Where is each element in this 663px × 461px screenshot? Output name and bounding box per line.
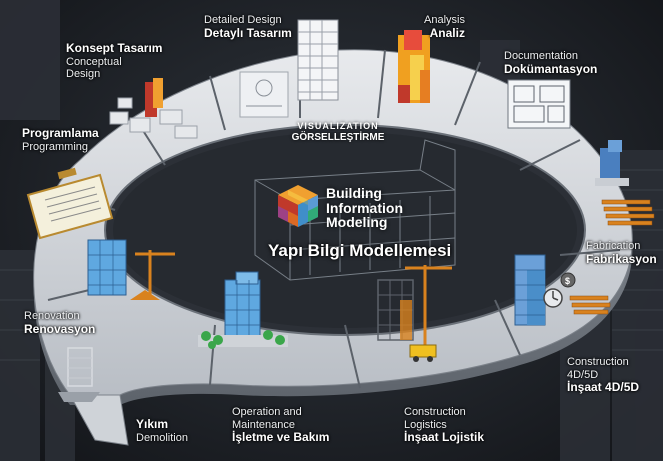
stage-conceptual: Konsept Tasarım Conceptual Design bbox=[66, 41, 163, 81]
operation-tr: İşletme ve Bakım bbox=[232, 430, 330, 445]
detailed-en: Detailed Design bbox=[204, 14, 282, 26]
logistics-en2: Logistics bbox=[404, 418, 447, 431]
conceptual-tr: Konsept Tasarım bbox=[66, 41, 163, 55]
svg-text:$: $ bbox=[565, 276, 570, 286]
analysis-tr: Analiz bbox=[429, 25, 465, 40]
documentation-tr: Dokümantasyon bbox=[504, 61, 598, 76]
analysis-en: Analysis bbox=[424, 14, 465, 26]
renovation-tr: Renovasyon bbox=[24, 321, 96, 336]
programming-en: Programming bbox=[22, 140, 89, 153]
bim-title-line2: Information bbox=[326, 199, 403, 216]
stage-detailed-design: Detailed Design Detaylı Tasarım bbox=[204, 14, 292, 40]
demolition-tr: Yıkım bbox=[136, 417, 169, 431]
detailed-design-model bbox=[239, 19, 339, 118]
visualization-en: VISUALIZATION bbox=[297, 121, 379, 131]
renovation-model bbox=[87, 239, 175, 300]
logistics-en1: Construction bbox=[404, 406, 466, 418]
stage-demolition: Yıkım Demolition bbox=[136, 417, 188, 444]
programming-tr: Programlama bbox=[22, 126, 99, 140]
stage-operation: Operation and Maintenance İşletme ve Bak… bbox=[232, 406, 329, 445]
renovation-en: Renovation bbox=[24, 310, 80, 322]
documentation-en: Documentation bbox=[504, 50, 578, 62]
conceptual-en1: Conceptual bbox=[66, 55, 122, 68]
stage-fabrication: Fabrication Fabrikasyon bbox=[586, 240, 657, 266]
construction-tr: İnşaat 4D/5D bbox=[567, 380, 640, 395]
documentation-plan bbox=[507, 79, 571, 129]
visualization-label: VISUALIZATION GÖRSELLEŞTİRME bbox=[268, 121, 408, 143]
visualization-tr: GÖRSELLEŞTİRME bbox=[291, 131, 385, 143]
fabrication-tr: Fabrikasyon bbox=[586, 251, 657, 266]
operation-en1: Operation and bbox=[232, 406, 302, 418]
bim-title: Building Information Modeling bbox=[326, 186, 403, 230]
stage-logistics: Construction Logistics İnşaat Lojistik bbox=[404, 406, 484, 445]
stage-documentation: Documentation Dokümantasyon bbox=[504, 50, 597, 76]
stage-analysis: Analysis Analiz bbox=[424, 14, 465, 40]
fabrication-en: Fabrication bbox=[586, 240, 641, 252]
bim-title-turkish: Yapı Bilgi Modellemesi bbox=[268, 241, 452, 260]
demolition-en: Demolition bbox=[136, 431, 188, 444]
operation-maintenance-model bbox=[198, 271, 288, 349]
detailed-tr: Detaylı Tasarım bbox=[204, 25, 292, 40]
stage-programming: Programlama Programming bbox=[22, 126, 99, 153]
conceptual-en2: Design bbox=[66, 68, 101, 81]
conceptual-design-model bbox=[109, 78, 198, 139]
construction-en2: 4D/5D bbox=[567, 368, 599, 381]
operation-en2: Maintenance bbox=[232, 418, 295, 431]
bim-title-line3: Modeling bbox=[326, 214, 388, 231]
programming-clipboard bbox=[26, 167, 114, 240]
logistics-tr: İnşaat Lojistik bbox=[404, 430, 485, 445]
construction-en1: Construction bbox=[567, 356, 629, 368]
logistics-crane-model bbox=[377, 265, 452, 362]
demolition-model bbox=[58, 347, 100, 402]
stage-renovation: Renovation Renovasyon bbox=[24, 310, 95, 336]
analysis-model bbox=[398, 30, 430, 103]
bim-cube-logo bbox=[278, 185, 318, 227]
construction-4d5d-model: $ bbox=[514, 254, 576, 326]
fabrication-model bbox=[569, 140, 655, 315]
bim-title-line1: Building bbox=[326, 185, 382, 201]
stage-construction: Construction 4D/5D İnşaat 4D/5D bbox=[567, 356, 639, 395]
